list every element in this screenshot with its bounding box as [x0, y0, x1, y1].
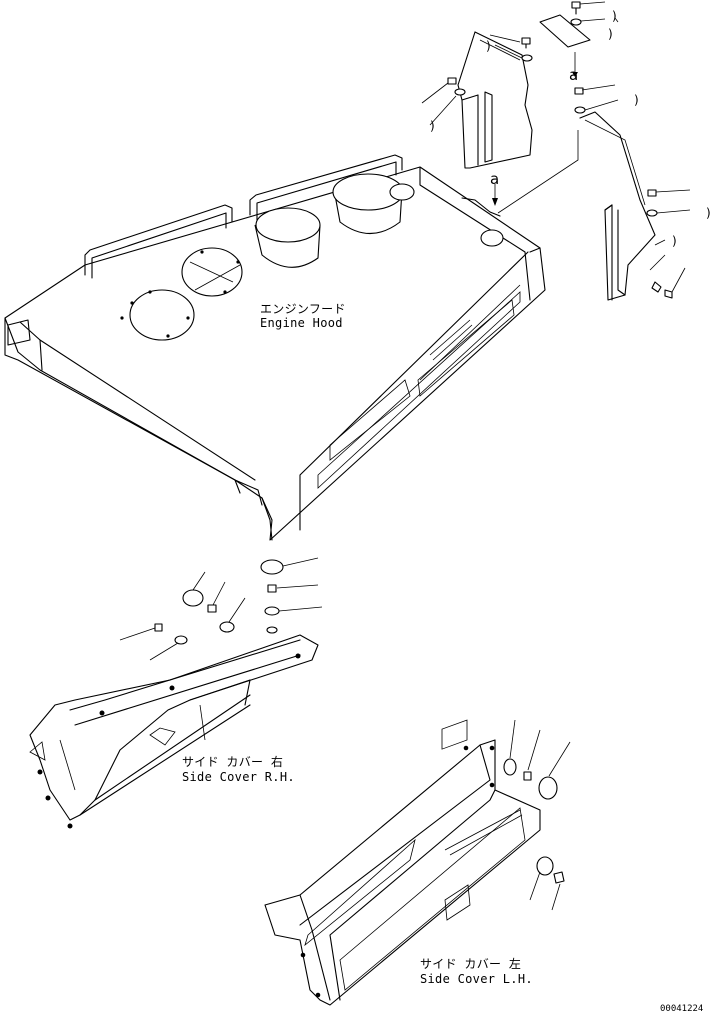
- plate-top: [539, 14, 591, 48]
- parenthesis-marks: ) ) ) ) ) ) ): [430, 9, 711, 248]
- side-bracket-right: [579, 111, 656, 301]
- svg-text:): ): [634, 93, 639, 107]
- side-cover-lh: [264, 719, 541, 1006]
- engine-hood-label-en: Engine Hood: [260, 316, 343, 330]
- leader-lines-lh: [509, 719, 571, 911]
- bolt-icon: [447, 1, 673, 299]
- leader-lines-upper: [421, 1, 691, 293]
- callout-a-lower-text: a: [490, 170, 500, 188]
- engine-hood-label-jp: エンジンフード: [260, 302, 346, 316]
- side-cover-rh: [29, 634, 319, 829]
- svg-text:): ): [430, 119, 435, 133]
- leader-lines-rh: [119, 557, 323, 661]
- side-cover-rh-label-en: Side Cover R.H.: [182, 770, 295, 784]
- side-cover-rh-label-jp: サイド カバー 右: [182, 755, 284, 769]
- svg-text:): ): [612, 9, 617, 23]
- document-number: 00041224: [660, 1004, 704, 1014]
- upper-bracket-center: [457, 31, 533, 169]
- svg-text:): ): [706, 206, 711, 220]
- svg-text:): ): [672, 234, 677, 248]
- side-cover-lh-label-en: Side Cover L.H.: [420, 972, 533, 986]
- cap-icon: [503, 758, 565, 884]
- side-cover-lh-label-jp: サイド カバー 左: [420, 957, 522, 971]
- engine-hood: [4, 154, 546, 541]
- svg-text:): ): [608, 27, 613, 41]
- washer-icon: [154, 559, 284, 645]
- svg-text:): ): [486, 39, 491, 53]
- callout-a-upper: a: [569, 66, 579, 84]
